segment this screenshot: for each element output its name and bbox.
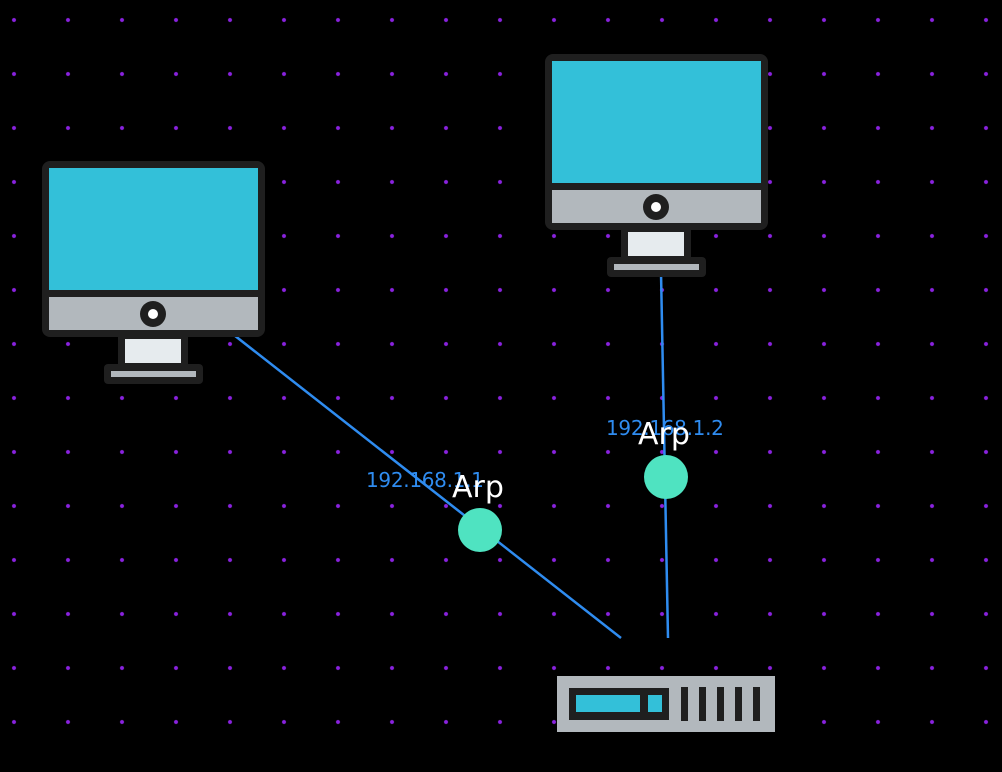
packet-protocol-label-2: Arp — [638, 417, 690, 452]
arp-packet-1[interactable] — [458, 508, 502, 552]
packet-protocol-label-1: Arp — [452, 470, 504, 505]
host-computer-1[interactable] — [42, 161, 265, 384]
network-switch-icon — [557, 676, 775, 732]
link-ip-label-1: 192.168.1.1 — [366, 468, 484, 492]
link-ip-label-2: 192.168.1.2 — [606, 416, 724, 440]
desktop-computer-icon — [42, 161, 265, 384]
link-host2-switch[interactable] — [658, 219, 670, 639]
link-host1-switch[interactable] — [224, 327, 622, 639]
desktop-computer-icon — [545, 54, 768, 277]
arp-packet-2[interactable] — [644, 455, 688, 499]
host-computer-2[interactable] — [545, 54, 768, 277]
network-switch[interactable] — [557, 676, 775, 732]
